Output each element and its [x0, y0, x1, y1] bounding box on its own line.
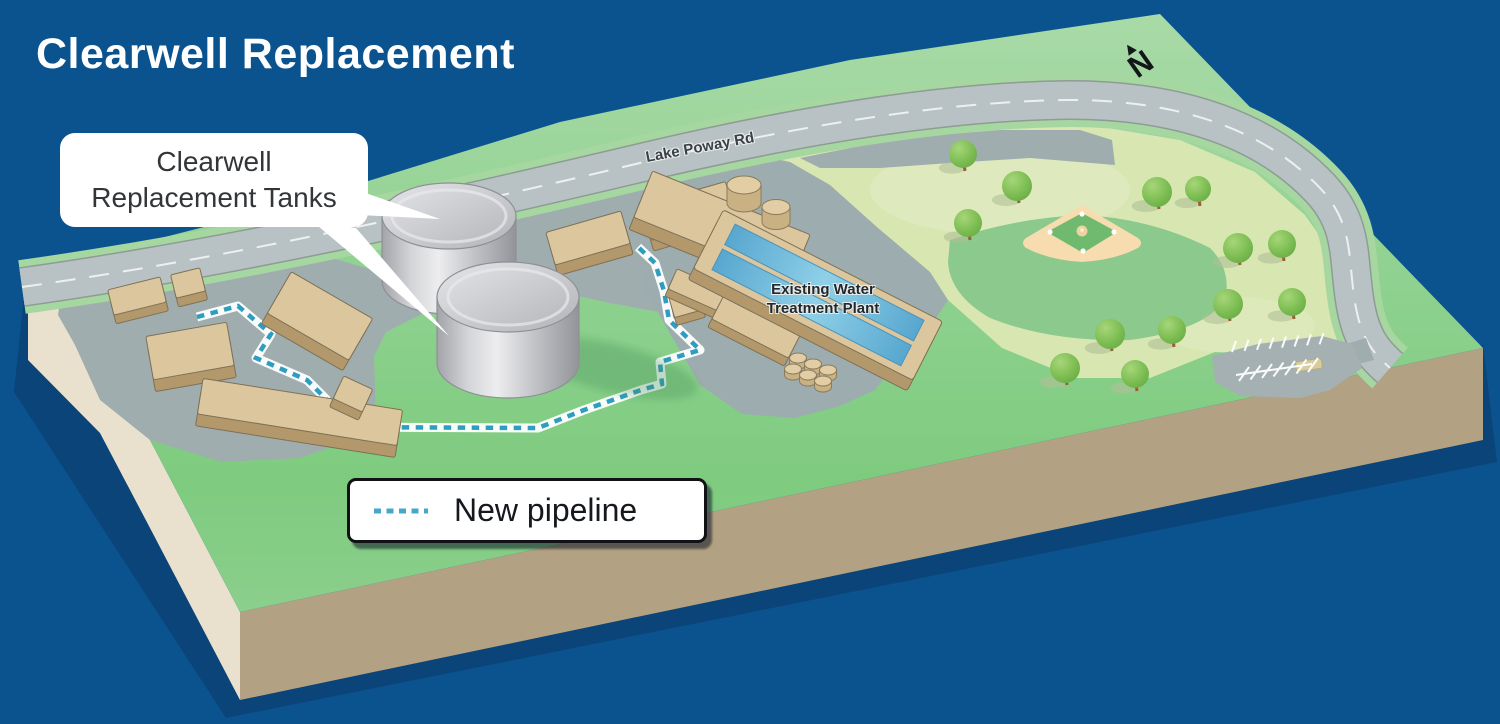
building: [195, 378, 403, 458]
building: [107, 276, 169, 324]
clearwell-tank-2: [436, 261, 580, 399]
callout-line2: Replacement Tanks: [91, 182, 337, 213]
tree: [1257, 230, 1296, 264]
north-label: N: [1121, 42, 1160, 85]
building: [261, 271, 373, 371]
trees: [938, 140, 1306, 394]
tree: [938, 140, 977, 174]
tree: [1039, 353, 1080, 388]
building: [329, 376, 373, 421]
tree: [1131, 177, 1172, 212]
legend-box: New pipeline: [347, 478, 707, 543]
terrain-side-front: [240, 348, 1483, 700]
new-pipeline: [195, 243, 705, 433]
parking-lot: [1212, 332, 1374, 398]
pipeline-dashes: [196, 245, 705, 431]
water-basin: [711, 248, 912, 367]
building: [170, 267, 208, 308]
building: [145, 322, 237, 392]
tree: [1084, 319, 1125, 354]
tree: [1174, 176, 1211, 209]
tree: [991, 171, 1032, 206]
tree: [1212, 233, 1253, 268]
pipeline-sample-icon: [374, 508, 428, 513]
page-title: Clearwell Replacement: [36, 30, 515, 78]
tree: [1147, 316, 1186, 350]
road-centerline: [21, 98, 1391, 369]
plant-label: Existing Water Treatment Plant: [766, 281, 880, 317]
park-pale-patch: [870, 145, 1130, 235]
callout-clearwell-tanks: Clearwell Replacement Tanks: [60, 133, 368, 227]
parking-stripes: [1231, 332, 1325, 382]
tree: [943, 209, 982, 243]
baseball-field: [948, 205, 1227, 341]
plant-cylinders: [726, 175, 791, 230]
treatment-basins: [688, 210, 943, 391]
callout-pointer-2: [312, 221, 449, 336]
tree: [1202, 289, 1243, 324]
small-tank-cluster: [784, 352, 837, 393]
tree: [1267, 288, 1306, 322]
building: [707, 296, 801, 366]
water-basin: [724, 223, 925, 342]
bases: [1047, 211, 1117, 254]
callout-line1: Clearwell: [156, 146, 272, 178]
tree: [1110, 360, 1149, 394]
legend-label: New pipeline: [454, 492, 638, 528]
outfield: [948, 215, 1227, 341]
terrain-side-left: [28, 272, 240, 700]
building: [545, 210, 634, 276]
